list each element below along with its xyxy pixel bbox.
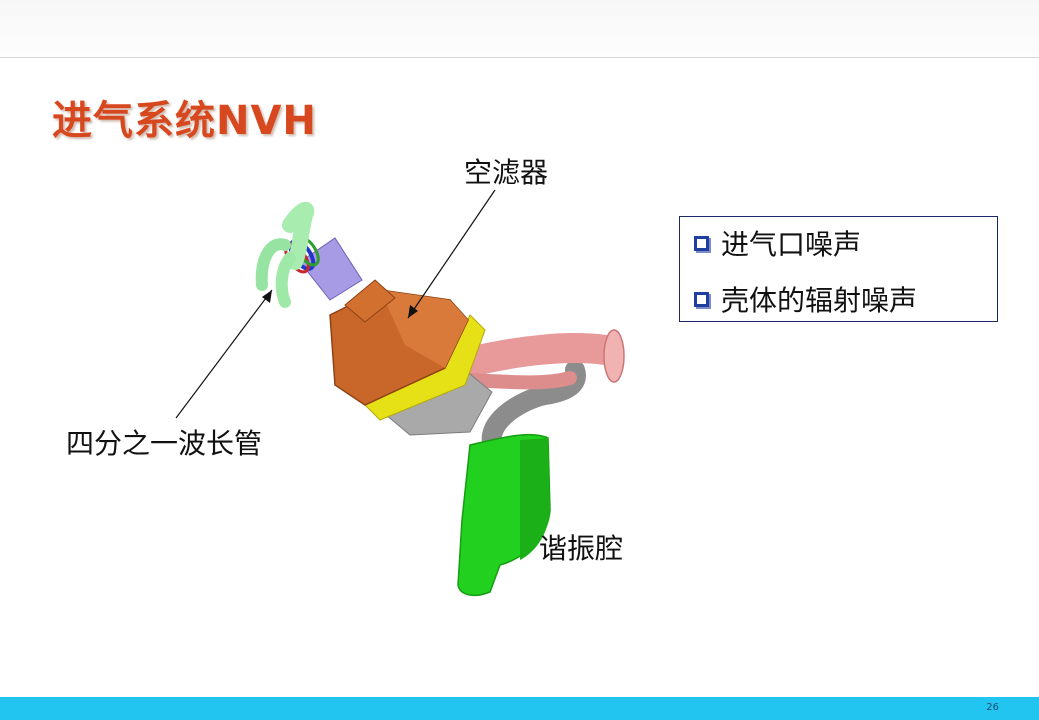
bullet-text: 壳体的辐射噪声 xyxy=(721,284,918,317)
purple-tube xyxy=(299,237,363,301)
footer-band: 26 xyxy=(0,697,1039,720)
air-filter-arrowhead xyxy=(408,305,418,318)
resonator-label: 谐振腔 xyxy=(539,532,624,565)
quarter-wave-tube-label: 四分之一波长管 xyxy=(66,427,263,460)
resonator-chamber-face xyxy=(520,438,550,560)
bullet-text: 进气口噪声 xyxy=(721,228,862,261)
outlet-pipe xyxy=(455,333,620,377)
quarter-wave-leader xyxy=(175,289,273,419)
quarter-wave-tube-branch2 xyxy=(275,252,296,308)
airbox-face xyxy=(380,290,468,368)
air-filter-leader xyxy=(407,189,496,319)
outlet-flange xyxy=(603,329,625,383)
air-filter-label: 空滤器 xyxy=(464,156,549,189)
quarter-wave-tube-branch xyxy=(255,238,291,291)
bullet-item: 进气口噪声 xyxy=(694,223,861,263)
bullet-item: 壳体的辐射噪声 xyxy=(694,279,917,319)
page-number: 26 xyxy=(986,702,999,713)
slide-title: 进气系统NVH xyxy=(52,98,317,144)
checkbox-bullet-icon xyxy=(694,235,709,251)
noise-source-box: 进气口噪声 壳体的辐射噪声 xyxy=(679,216,998,322)
inlet-neck xyxy=(344,279,396,323)
header-band xyxy=(0,0,1039,58)
outlet-pipe-lower xyxy=(463,371,577,390)
checkbox-bullet-icon xyxy=(694,291,709,307)
quarter-wave-tube xyxy=(282,201,315,270)
quarter-wave-arrowhead xyxy=(262,290,272,303)
